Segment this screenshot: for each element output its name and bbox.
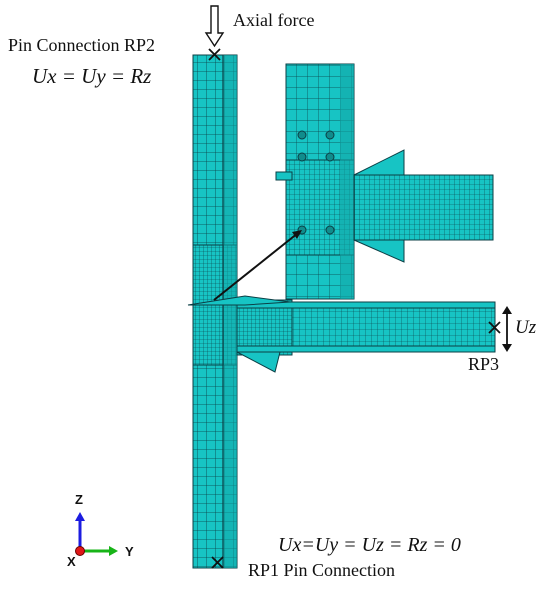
- top-pin-label: Pin Connection RP2: [8, 35, 155, 55]
- zoom-inset: [213, 63, 494, 301]
- triad-y-label: Y: [125, 544, 134, 559]
- triad-z-label: Z: [75, 492, 83, 507]
- coordinate-triad: Z Y X: [67, 492, 134, 569]
- axial-force-label: Axial force: [233, 10, 314, 30]
- x-axis-dot: [75, 546, 85, 556]
- beam: [187, 295, 496, 373]
- callout-arrow: [213, 232, 299, 301]
- rp3-label: RP3: [468, 354, 499, 374]
- beam-bottom-flange: [236, 345, 496, 353]
- inset-beam-mesh: [353, 174, 494, 241]
- top-bc-label: Ux = Uy = Rz: [32, 64, 151, 88]
- axial-force-arrow: Axial force: [204, 5, 314, 48]
- rp1-marker: Ux=Uy = Uz = Rz = 0 RP1 Pin Connection: [211, 534, 461, 580]
- column-side-face: [223, 55, 237, 568]
- rp3-marker: Uz RP3: [468, 306, 537, 374]
- bottom-pin-label: RP1 Pin Connection: [248, 560, 395, 580]
- rp2-marker: Pin Connection RP2 Ux = Uy = Rz: [8, 35, 221, 88]
- beam-web-mesh: [291, 307, 496, 347]
- column: [192, 54, 238, 569]
- uz-label: Uz: [515, 317, 537, 338]
- triad-x-label: X: [67, 554, 76, 569]
- bottom-bc-label: Ux=Uy = Uz = Rz = 0: [278, 534, 461, 556]
